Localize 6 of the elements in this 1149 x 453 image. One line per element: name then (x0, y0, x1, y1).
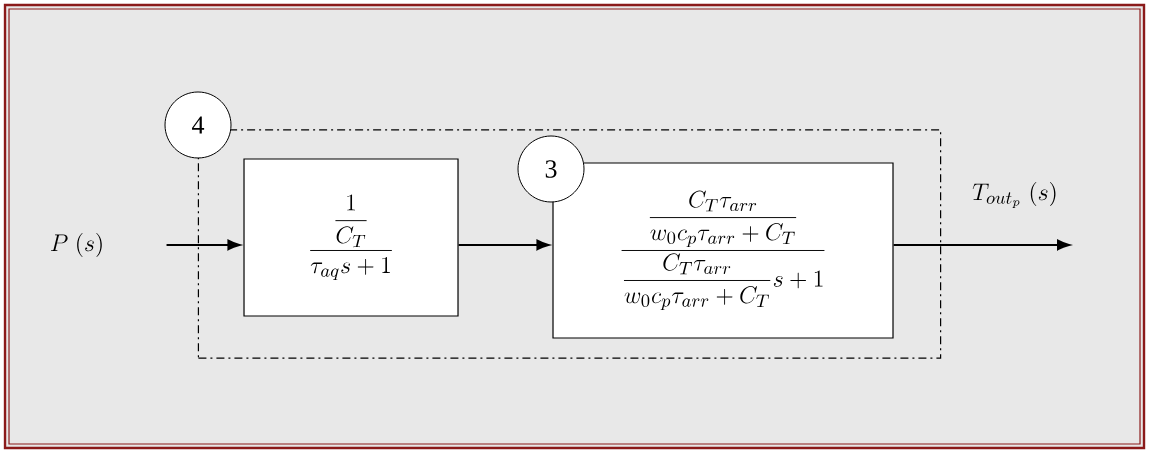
arrow (457, 239, 550, 251)
edge-label: $T_{out_p}\ (s)$ (972, 182, 1056, 208)
transfer-function-box: $\dfrac{\dfrac{1}{C_T}}{\tau_{aq}s+1}$ (243, 158, 459, 317)
signal-label: $P\ (s)$ (51, 233, 102, 257)
arrow (165, 239, 241, 251)
arrow (892, 239, 1070, 251)
